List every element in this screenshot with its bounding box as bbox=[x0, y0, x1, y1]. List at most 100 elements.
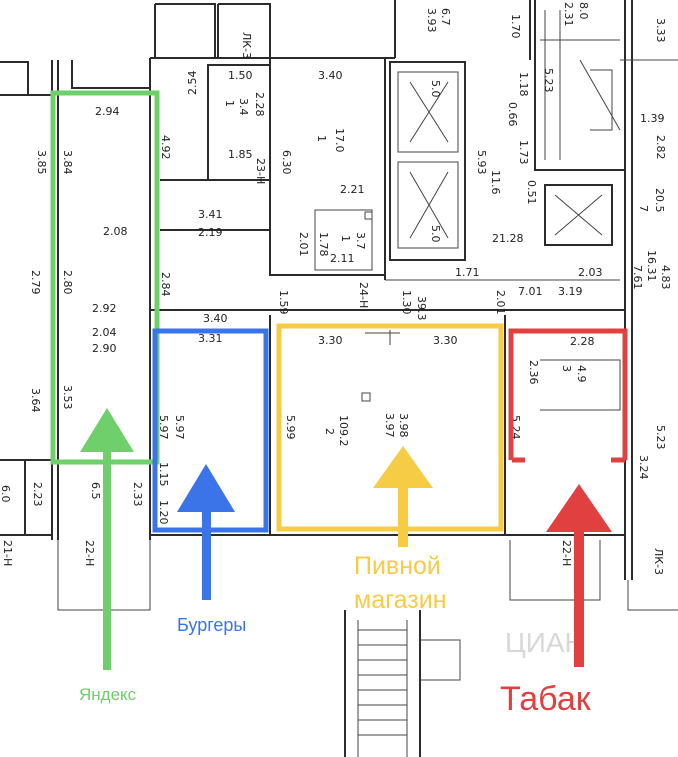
dim-stair-b: 8.0 bbox=[577, 2, 590, 20]
room-area-34: 3.4 bbox=[237, 98, 250, 116]
label-22n-left: 22-Н bbox=[83, 540, 96, 566]
dim-221: 2.21 bbox=[340, 183, 365, 196]
dim-393: 39.3 bbox=[415, 296, 428, 321]
dim-150: 1.50 bbox=[228, 69, 253, 82]
dim-185: 1.85 bbox=[228, 148, 253, 161]
dim-523b: 5.23 bbox=[654, 425, 667, 450]
dim-364: 3.64 bbox=[29, 388, 42, 413]
dim-398: 3.98 bbox=[397, 413, 410, 438]
dim-597a: 5.97 bbox=[157, 415, 170, 440]
dim-60: 6.0 bbox=[0, 485, 12, 503]
dim-top-room-3: 1.70 bbox=[509, 14, 522, 39]
dim-340a: 3.40 bbox=[318, 69, 343, 82]
room-area-49: 4.9 bbox=[575, 365, 588, 383]
dim-483: 4.83 bbox=[659, 265, 672, 290]
dim-228: 2.28 bbox=[253, 92, 266, 117]
dim-171: 1.71 bbox=[455, 266, 480, 279]
beer-shop-outline[interactable] bbox=[276, 323, 504, 532]
dim-219: 2.19 bbox=[198, 226, 223, 239]
label-23n: 23-Н bbox=[254, 158, 267, 184]
dim-236: 2.36 bbox=[527, 360, 540, 385]
room-number-1a: 1 bbox=[223, 100, 236, 107]
lift-size-a: 5.0 bbox=[429, 80, 442, 98]
arrow-yandex bbox=[80, 408, 134, 670]
dim-208: 2.08 bbox=[103, 225, 128, 238]
label-21n: 21-Н bbox=[1, 540, 14, 566]
dim-173: 1.73 bbox=[517, 140, 530, 165]
dim-330b: 3.30 bbox=[433, 334, 458, 347]
dim-384: 3.84 bbox=[61, 150, 74, 175]
dim-319: 3.19 bbox=[558, 285, 583, 298]
dim-139: 1.39 bbox=[640, 112, 665, 125]
dimension-labels: 3.93 6.7 1.70 2.31 8.0 3.33 ЛК-3 1.50 3.… bbox=[0, 2, 672, 658]
dim-523: 5.23 bbox=[542, 68, 555, 93]
dim-201b: 2.01 bbox=[494, 290, 507, 315]
dim-340b: 3.40 bbox=[203, 312, 228, 325]
room-area-37: 3.7 bbox=[354, 232, 367, 250]
dim-341: 3.41 bbox=[198, 208, 223, 221]
dim-130: 1.30 bbox=[400, 290, 413, 315]
arrow-tobacco bbox=[546, 484, 612, 667]
dim-159: 1.59 bbox=[277, 290, 290, 315]
dim-279: 2.79 bbox=[29, 270, 42, 295]
dim-331: 3.31 bbox=[198, 332, 223, 345]
dim-223: 2.23 bbox=[31, 482, 44, 507]
label-yandex: Яндекс bbox=[79, 685, 137, 704]
arrow-burgers bbox=[177, 464, 235, 600]
label-tobacco: Табак bbox=[500, 680, 592, 718]
dim-2128: 21.28 bbox=[492, 232, 524, 245]
dim-599: 5.99 bbox=[284, 415, 297, 440]
dim-292: 2.92 bbox=[92, 302, 117, 315]
dim-353: 3.53 bbox=[61, 385, 74, 410]
dim-233: 2.33 bbox=[131, 482, 144, 507]
label-lk3-bottom: ЛК-3 bbox=[652, 548, 665, 575]
dim-115: 1.15 bbox=[157, 462, 170, 487]
room-area-17: 17.0 bbox=[333, 128, 346, 153]
dim-282: 2.82 bbox=[654, 135, 667, 160]
dim-284: 2.84 bbox=[159, 272, 172, 297]
dim-294: 2.94 bbox=[95, 105, 120, 118]
arrow-beer bbox=[373, 446, 433, 547]
room-number-3: 3 bbox=[560, 365, 573, 372]
dim-203: 2.03 bbox=[578, 266, 603, 279]
tobacco-outline[interactable] bbox=[508, 328, 628, 463]
dim-593: 5.93 bbox=[475, 150, 488, 175]
room-number-2: 2 bbox=[323, 428, 336, 435]
label-beer-line2: магазин bbox=[354, 586, 447, 614]
dim-1631: 16.31 bbox=[645, 250, 658, 282]
dim-051: 0.51 bbox=[525, 180, 538, 205]
label-24n: 24-Н bbox=[357, 282, 370, 308]
label-burgers: Бургеры bbox=[177, 615, 246, 635]
dim-324: 3.24 bbox=[637, 455, 650, 480]
dim-211: 2.11 bbox=[330, 252, 355, 265]
dim-top-room-2: 6.7 bbox=[439, 8, 452, 26]
label-beer-line1: Пивной bbox=[354, 552, 441, 580]
dim-118: 1.18 bbox=[517, 72, 530, 97]
dim-492: 4.92 bbox=[159, 135, 172, 160]
dim-stair-a: 2.31 bbox=[562, 2, 575, 27]
dim-397: 3.97 bbox=[383, 413, 396, 438]
room-number-7: 7 bbox=[637, 205, 650, 212]
room-number-1b: 1 bbox=[315, 135, 328, 142]
dim-228b: 2.28 bbox=[570, 335, 595, 348]
dim-333: 3.33 bbox=[654, 18, 667, 43]
dim-385: 3.85 bbox=[35, 150, 48, 175]
dim-204: 2.04 bbox=[92, 326, 117, 339]
dim-066: 0.66 bbox=[506, 102, 519, 127]
dim-280: 2.80 bbox=[61, 270, 74, 295]
dim-178: 1.78 bbox=[317, 232, 330, 257]
dim-701: 7.01 bbox=[518, 285, 543, 298]
label-22n-right: 22-Н bbox=[560, 540, 573, 566]
dim-120: 1.20 bbox=[157, 500, 170, 525]
dim-330a: 3.30 bbox=[318, 334, 343, 347]
dim-254: 2.54 bbox=[186, 71, 199, 96]
dim-65: 6.5 bbox=[89, 482, 102, 500]
dim-597b: 5.97 bbox=[173, 415, 186, 440]
dim-116: 11.6 bbox=[489, 170, 502, 195]
dim-761: 7.61 bbox=[631, 265, 644, 290]
lift-size-b: 5.0 bbox=[429, 225, 442, 243]
dim-630: 6.30 bbox=[280, 150, 293, 175]
